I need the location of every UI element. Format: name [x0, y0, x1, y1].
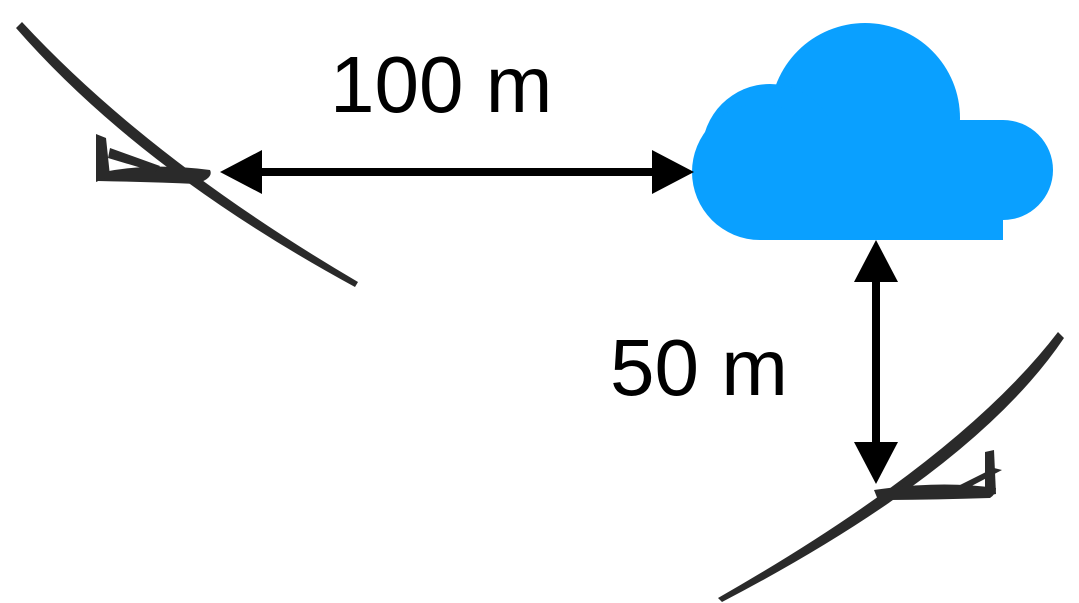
- glider-right-icon: [718, 332, 1064, 602]
- vertical-distance-label: 50 m: [610, 323, 788, 412]
- horizontal-distance-arrow: [220, 150, 694, 194]
- vertical-distance-arrow: [854, 240, 898, 484]
- glider-left-icon: [16, 22, 358, 287]
- cloud-icon: [692, 23, 1053, 240]
- horizontal-distance-label: 100 m: [330, 40, 552, 129]
